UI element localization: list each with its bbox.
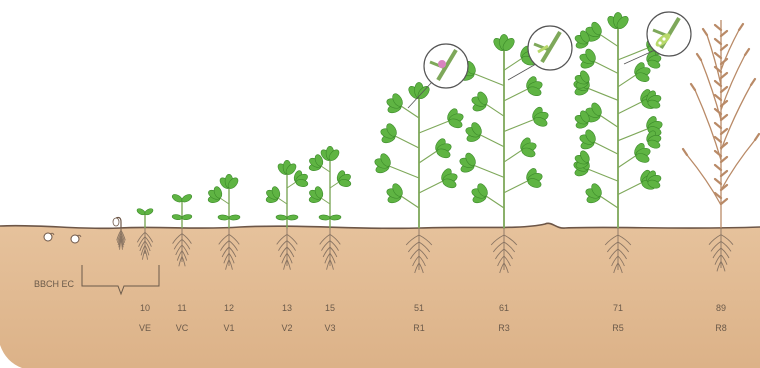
detail-r3 <box>508 26 572 80</box>
leaflet <box>330 215 341 221</box>
stem <box>321 166 330 172</box>
leaflet <box>182 214 193 221</box>
seed-icon <box>71 235 79 243</box>
seed-icon <box>44 233 52 241</box>
bbch-code-71: 71 <box>613 303 623 313</box>
stage-code-r5: R5 <box>612 323 624 333</box>
leaflet <box>319 215 330 221</box>
stage-code-r3: R3 <box>498 323 510 333</box>
stage-code-v1: V1 <box>223 323 234 333</box>
stem <box>618 48 648 60</box>
stem <box>618 129 648 141</box>
stem <box>220 198 229 204</box>
leaflet <box>218 215 229 221</box>
bbch-code-13: 13 <box>282 303 292 313</box>
stem <box>504 58 522 70</box>
leaflet <box>172 214 183 221</box>
stem <box>401 106 419 118</box>
stage-code-v3: V3 <box>324 323 335 333</box>
bbch-scale-label: BBCH EC <box>34 279 74 289</box>
stem <box>474 165 504 177</box>
bbch-code-12: 12 <box>224 303 234 313</box>
stem <box>287 182 296 188</box>
stem <box>618 75 636 87</box>
stem <box>504 181 528 193</box>
bbch-code-61: 61 <box>499 303 509 313</box>
stem <box>504 89 528 101</box>
seed-dot <box>658 41 661 44</box>
cotyledon-seed <box>113 218 119 226</box>
leaflet <box>229 215 240 221</box>
flower-icon <box>438 60 446 68</box>
stem <box>618 156 636 168</box>
stem <box>419 121 449 133</box>
stem <box>278 198 287 204</box>
stem <box>594 61 618 73</box>
stem <box>588 169 618 181</box>
stem <box>618 102 642 114</box>
stage-code-r8: R8 <box>715 323 727 333</box>
soil-body <box>0 223 760 368</box>
stem <box>389 166 419 178</box>
stem <box>486 104 504 116</box>
stage-code-vc: VC <box>176 323 189 333</box>
stem <box>395 136 419 148</box>
leaflet <box>276 215 287 221</box>
stem <box>618 183 642 195</box>
stem <box>600 115 618 127</box>
bbch-code-89: 89 <box>716 303 726 313</box>
stem <box>419 181 443 193</box>
stem <box>504 120 534 132</box>
stem <box>588 88 618 100</box>
stem <box>486 196 504 208</box>
stem <box>504 150 522 162</box>
stem <box>474 74 504 86</box>
stem <box>594 142 618 154</box>
stem <box>600 34 618 46</box>
bbch-code-51: 51 <box>414 303 424 313</box>
stage-code-ve: VE <box>139 323 151 333</box>
stem <box>330 182 339 188</box>
stem <box>480 135 504 147</box>
leaflet <box>287 215 298 221</box>
stem <box>600 196 618 208</box>
bbch-code-15: 15 <box>325 303 335 313</box>
stage-code-v2: V2 <box>281 323 292 333</box>
detail-r1 <box>408 44 468 108</box>
stem <box>419 151 437 163</box>
dry-pods <box>683 24 759 204</box>
bbch-code-11: 11 <box>177 303 186 313</box>
seed-dot <box>662 37 665 40</box>
soil <box>0 223 760 368</box>
stem <box>401 196 419 208</box>
stage-code-r1: R1 <box>413 323 425 333</box>
stem <box>321 198 330 204</box>
bbch-code-10: 10 <box>140 303 150 313</box>
